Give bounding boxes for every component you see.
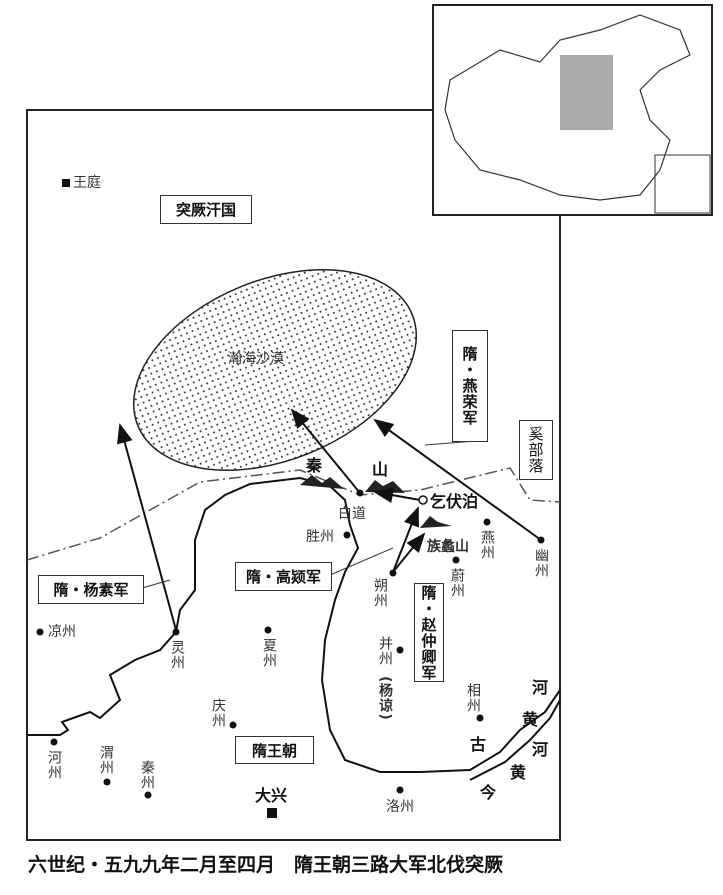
zuli-mountain-label: 族蠡山 [427, 539, 469, 555]
yellow-river-ancient [469, 699, 561, 781]
river-old-he: 河 [532, 678, 549, 697]
qifubo-label: 乞伏泊 [430, 492, 479, 511]
qifubo-arrow [373, 487, 421, 504]
xiangzhou-label: 相州 [465, 683, 481, 713]
qingzhou-label: 庆州 [210, 698, 226, 728]
gaojiong-army-label: 隋・高颎军 [235, 562, 332, 591]
liangzhou-label: 凉州 [48, 624, 76, 640]
xi-tribe-label: 奚部落 [519, 420, 553, 480]
lingzhou-label: 灵州 [169, 640, 185, 670]
youzhou-label: 幽州 [533, 548, 549, 578]
shan-mountain-label: 山 [372, 460, 389, 479]
inset-map [432, 4, 713, 216]
baidao-label: 白道 [338, 506, 366, 522]
yangsu-army-label: 隋・杨素军 [38, 575, 144, 604]
tujue-khaganate-label: 突厥汗国 [160, 195, 252, 224]
shuozhou-label: 朔州 [372, 578, 388, 608]
river-jin: 今 [480, 783, 497, 802]
weizhou-label: 渭州 [98, 745, 114, 775]
river-old-huang: 黄 [522, 710, 539, 729]
river-new-he: 河 [532, 740, 549, 759]
luozhou-label: 洛州 [386, 799, 414, 815]
weizhou-north-label: 蔚州 [449, 568, 465, 598]
sui-dynasty-label: 隋王朝 [235, 736, 314, 764]
yanrong-arrow [373, 418, 542, 541]
desert-label: 瀚海沙漠 [228, 351, 284, 367]
zhaozhongqing-army-label: 隋・赵仲卿军 [414, 583, 444, 682]
qin-mountain-label: 秦 [306, 456, 323, 475]
zhao-arrow-1 [392, 506, 419, 573]
yangsu-arrow [117, 423, 177, 631]
yanrong-army-label: 隋・燕荣军 [452, 330, 488, 442]
qinzhou-label: 秦州 [139, 760, 155, 790]
wangting-label: 王庭 [73, 175, 101, 191]
river-new-huang: 黄 [510, 763, 527, 782]
map-frame [26, 109, 561, 841]
daxing-label: 大兴 [255, 786, 288, 805]
city-dots [36, 179, 545, 818]
yellow-river-today [27, 476, 561, 773]
gaojiong-arrow [290, 408, 361, 494]
map-title: 六世纪・五九九年二月至四月 隋王朝三路大军北伐突厥 [28, 854, 504, 876]
mountain-icon [300, 475, 452, 528]
bingzhou-label: 并州 [377, 636, 393, 666]
shengzhou-label: 胜州 [306, 529, 334, 545]
hanhai-desert [132, 269, 418, 471]
yangliang-label: (杨谅) [377, 676, 393, 721]
river-gu: 古 [470, 735, 487, 754]
hezhou-label: 河州 [46, 750, 62, 780]
yanzhou-label: 燕州 [479, 530, 495, 560]
zhao-arrow-2 [392, 532, 426, 573]
xiazhou-label: 夏州 [261, 638, 277, 668]
